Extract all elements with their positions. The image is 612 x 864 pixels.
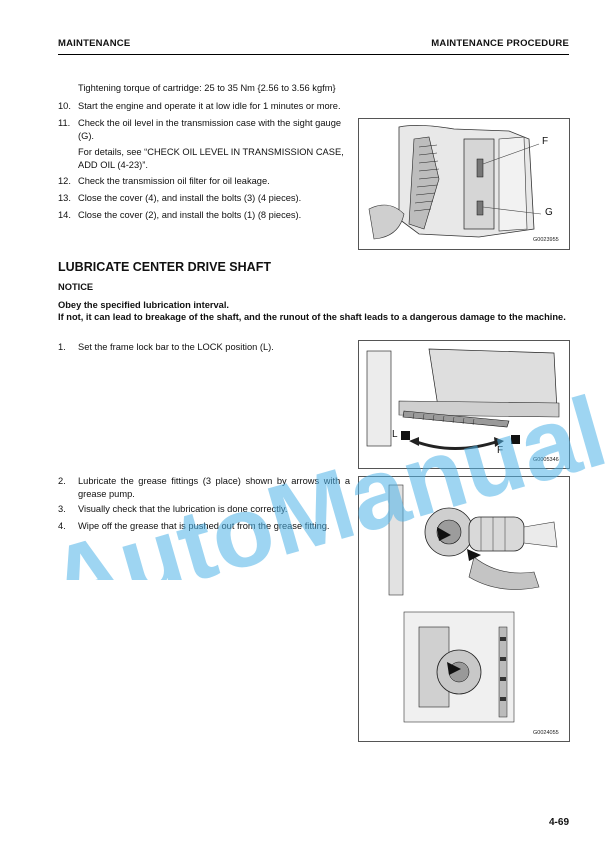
step-number: 10. xyxy=(58,101,71,111)
step-14: 14. Close the cover (2), and install the… xyxy=(58,209,350,222)
callout-g: G xyxy=(545,207,553,218)
transmission-illustration xyxy=(359,119,569,249)
step-4: 4. Wipe off the grease that is pushed ou… xyxy=(58,520,350,533)
step-text: Visually check that the lubrication is d… xyxy=(78,504,288,514)
step-number: 2. xyxy=(58,476,66,486)
callout-f: F xyxy=(542,136,549,147)
step-number: 3. xyxy=(58,504,66,514)
step-text: Wipe off the grease that is pushed out f… xyxy=(78,521,330,531)
callout-l: L xyxy=(392,429,398,440)
notice-line-1: Obey the specified lubrication interval. xyxy=(58,300,230,310)
header-rule xyxy=(58,54,569,55)
step-text: Check the oil level in the transmission … xyxy=(78,118,342,141)
step-number: 14. xyxy=(58,210,71,220)
step-text: Check the transmission oil filter for oi… xyxy=(78,176,270,186)
header-section: MAINTENANCE xyxy=(58,38,131,49)
step-text: Start the engine and operate it at low i… xyxy=(78,101,341,111)
step-10: 10. Start the engine and operate it at l… xyxy=(58,100,350,113)
details-note: For details, see “CHECK OIL LEVEL IN TRA… xyxy=(78,147,344,170)
notice-line-2: If not, it can lead to breakage of the s… xyxy=(58,312,566,322)
figure-frame-lock-bar: L F G0005346 xyxy=(358,340,570,469)
section-title: LUBRICATE CENTER DRIVE SHAFT xyxy=(58,260,271,274)
figure-grease-fittings: G0024055 xyxy=(358,476,570,742)
step-1: 1. Set the frame lock bar to the LOCK po… xyxy=(58,341,350,354)
drive-shaft-illustration xyxy=(359,477,569,741)
page-number: 4-69 xyxy=(548,817,569,828)
frame-lock-illustration xyxy=(359,341,569,468)
step-text: Set the frame lock bar to the LOCK posit… xyxy=(78,342,274,352)
step-number: 4. xyxy=(58,521,66,531)
step-12: 12. Check the transmission oil filter fo… xyxy=(58,175,350,188)
step-text: Close the cover (4), and install the bol… xyxy=(78,193,302,203)
step-number: 11. xyxy=(58,118,71,128)
figure-code: G0024055 xyxy=(533,730,559,736)
step-3: 3. Visually check that the lubrication i… xyxy=(58,503,350,516)
figure-transmission-sight-gauge: F G G0023955 xyxy=(358,118,570,250)
step-text: Lubricate the grease fittings (3 place) … xyxy=(78,476,350,499)
figure-code: G0023955 xyxy=(533,237,559,243)
step-13: 13. Close the cover (4), and install the… xyxy=(58,192,350,205)
page-header: MAINTENANCE MAINTENANCE PROCEDURE xyxy=(58,38,569,52)
step-11: 11. Check the oil level in the transmiss… xyxy=(58,117,350,142)
step-text: Close the cover (2), and install the bol… xyxy=(78,210,302,220)
step-2: 2. Lubricate the grease fittings (3 plac… xyxy=(58,475,350,500)
torque-line: Tightening torque of cartridge: 25 to 35… xyxy=(78,83,336,93)
step-number: 12. xyxy=(58,176,71,186)
header-chapter: MAINTENANCE PROCEDURE xyxy=(431,38,569,49)
figure-code: G0005346 xyxy=(533,457,559,463)
callout-f-free: F xyxy=(497,445,504,456)
notice-label: NOTICE xyxy=(58,282,94,292)
step-number: 1. xyxy=(58,342,66,352)
step-number: 13. xyxy=(58,193,71,203)
